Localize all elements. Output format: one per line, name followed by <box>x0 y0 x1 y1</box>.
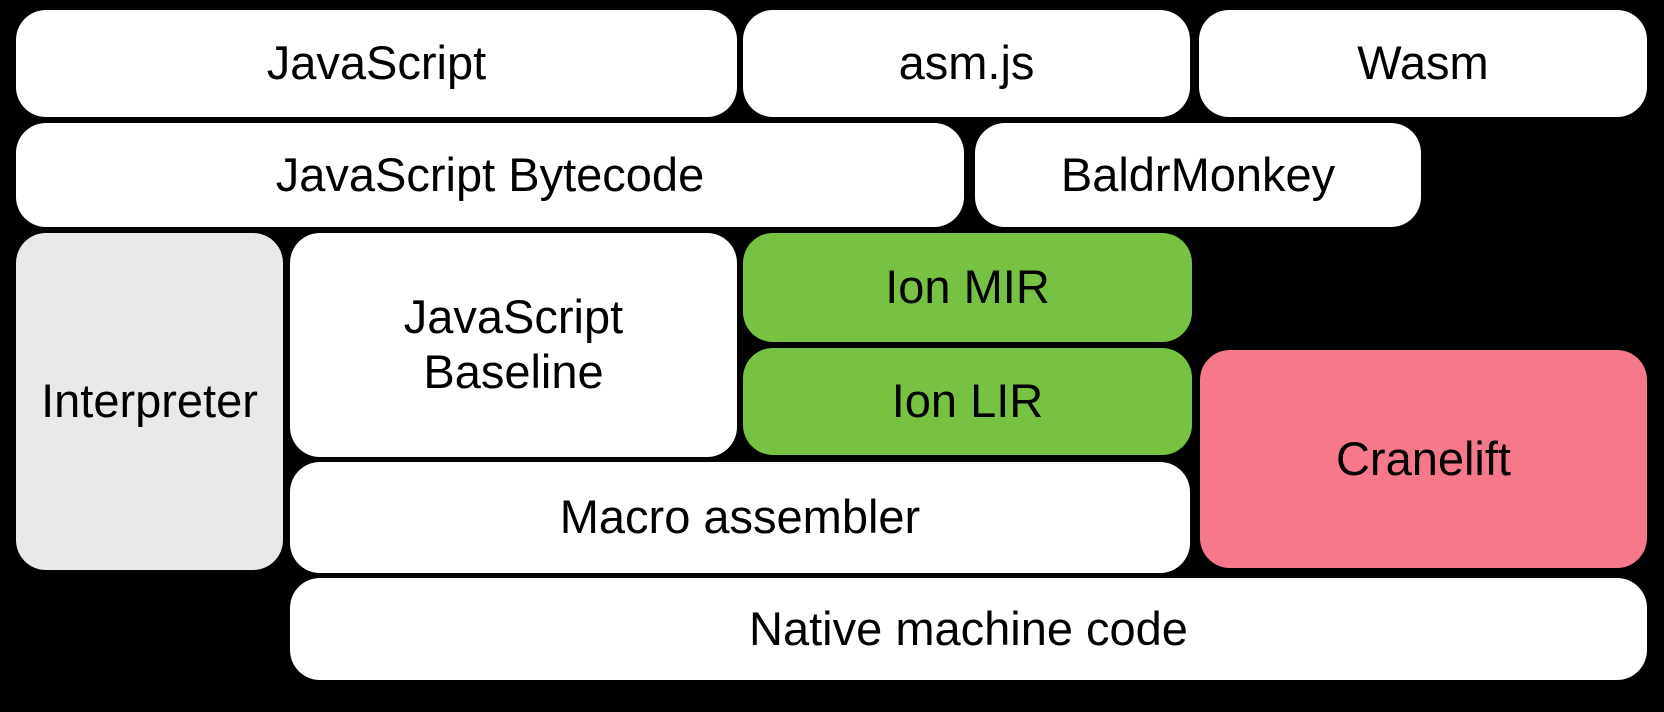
node-javascript-bytecode-label: JavaScript Bytecode <box>275 147 705 201</box>
node-macro-assembler-label: Macro assembler <box>559 490 921 544</box>
node-javascript: JavaScript <box>16 10 737 117</box>
node-baldrmonkey-label: BaldrMonkey <box>1060 147 1336 201</box>
node-asmjs-label: asm.js <box>898 36 1035 90</box>
node-javascript-bytecode: JavaScript Bytecode <box>16 123 964 227</box>
node-baldrmonkey: BaldrMonkey <box>975 123 1421 227</box>
node-native-machine-code-label: Native machine code <box>749 601 1188 655</box>
node-javascript-baseline-label: JavaScript Baseline <box>403 290 624 398</box>
node-native-machine-code: Native machine code <box>290 578 1647 680</box>
node-ion-mir: Ion MIR <box>743 233 1192 342</box>
node-ion-lir: Ion LIR <box>743 348 1192 455</box>
node-ion-mir-label: Ion MIR <box>885 260 1050 314</box>
node-macro-assembler: Macro assembler <box>290 462 1190 573</box>
node-wasm: Wasm <box>1199 10 1647 117</box>
node-asmjs: asm.js <box>743 10 1190 117</box>
node-cranelift: Cranelift <box>1200 350 1647 568</box>
node-javascript-baseline: JavaScript Baseline <box>290 233 737 457</box>
node-javascript-label: JavaScript <box>266 36 487 90</box>
node-wasm-label: Wasm <box>1357 36 1489 90</box>
node-interpreter: Interpreter <box>16 233 283 570</box>
node-ion-lir-label: Ion LIR <box>891 374 1044 428</box>
node-cranelift-label: Cranelift <box>1335 431 1511 485</box>
node-interpreter-label: Interpreter <box>41 374 258 428</box>
